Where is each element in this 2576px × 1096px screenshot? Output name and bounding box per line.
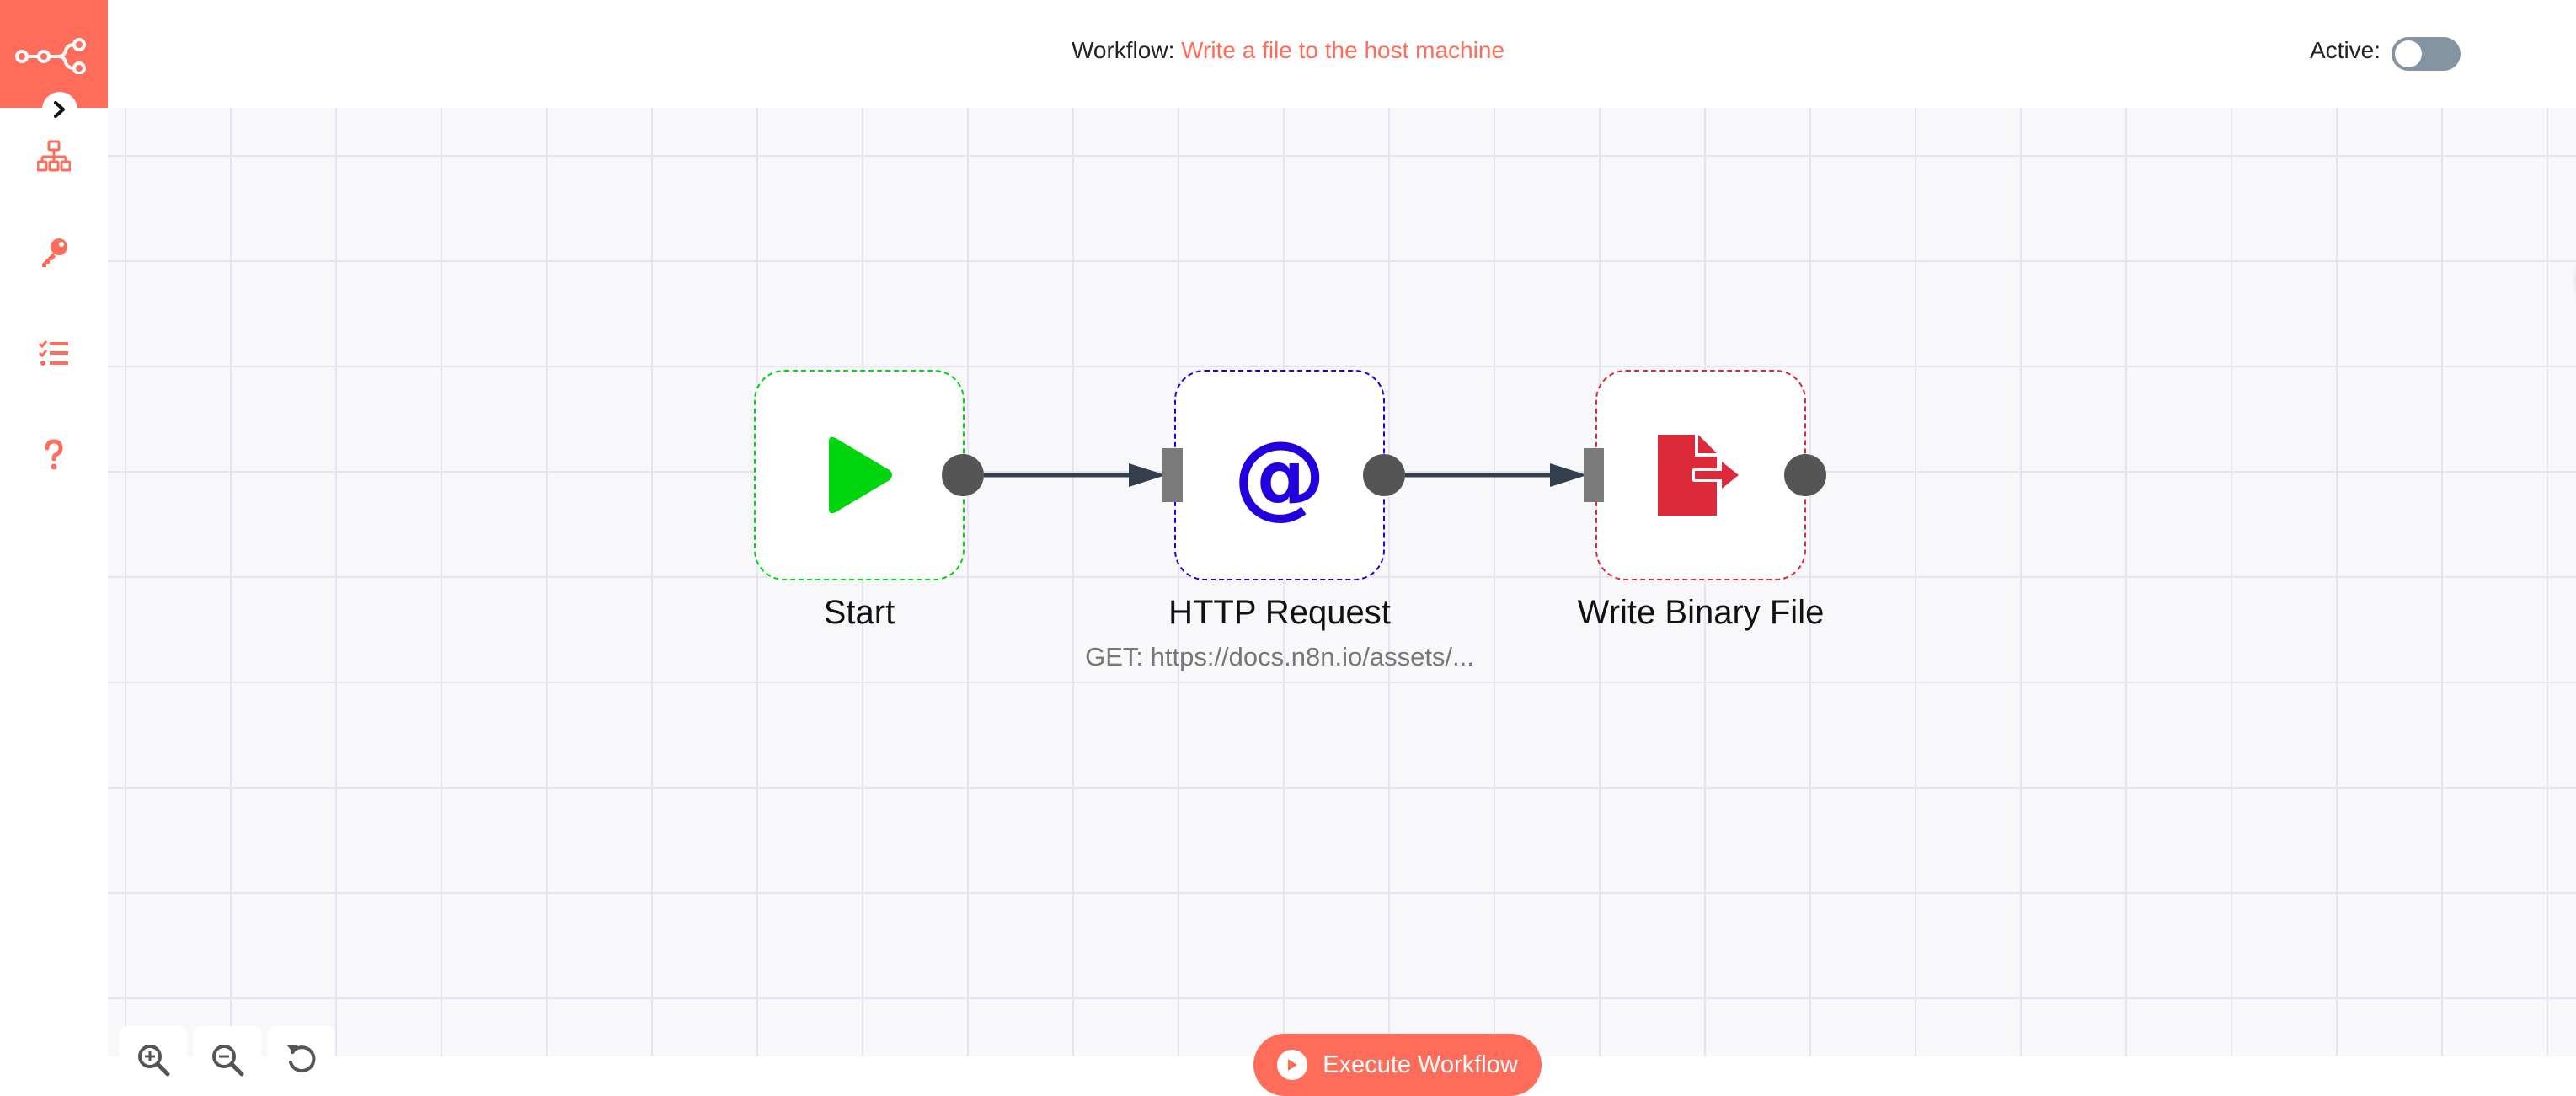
toggle-knob xyxy=(2395,40,2422,67)
workflow-title-prefix: Workflow: xyxy=(1071,37,1175,63)
node-start-output-handle[interactable] xyxy=(942,454,984,496)
file-export-icon xyxy=(1658,435,1739,516)
execute-workflow-button[interactable]: Execute Workflow xyxy=(1253,1034,1542,1096)
node-write-binary-file-output-handle[interactable] xyxy=(1784,454,1826,496)
node-write-binary-file-label: Write Binary File xyxy=(1577,594,1825,631)
node-http-request-input-handle[interactable] xyxy=(1162,448,1183,502)
zoom-in-button[interactable] xyxy=(120,1026,187,1093)
connections-layer xyxy=(984,463,1587,487)
network-icon xyxy=(37,140,71,172)
play-icon xyxy=(829,436,892,514)
active-toggle[interactable] xyxy=(2392,37,2461,71)
workflow-canvas[interactable]: Start @ HTTP Request GET: https://docs.n… xyxy=(108,108,2576,1096)
node-write-binary-file[interactable] xyxy=(1595,370,1806,580)
node-start[interactable] xyxy=(754,370,965,580)
zoom-out-icon xyxy=(212,1045,244,1077)
workflow-title: Workflow: Write a file to the host machi… xyxy=(108,37,2468,64)
node-http-request-output-handle[interactable] xyxy=(1363,454,1405,496)
at-icon: @ xyxy=(1233,421,1326,529)
sidebar xyxy=(0,108,108,1056)
execute-workflow-label: Execute Workflow xyxy=(1323,1051,1518,1078)
node-http-request-label: HTTP Request xyxy=(1168,594,1391,631)
node-write-binary-file-input-handle[interactable] xyxy=(1584,448,1604,502)
n8n-logo xyxy=(0,0,108,108)
arrowhead-http-write xyxy=(1550,463,1587,487)
chevron-right-icon xyxy=(54,101,65,118)
sidebar-expand-button[interactable] xyxy=(42,92,77,127)
sidebar-item-credentials[interactable] xyxy=(37,236,71,270)
sidebar-item-executions[interactable] xyxy=(37,337,71,371)
sidebar-item-workflows[interactable] xyxy=(37,140,71,174)
question-icon xyxy=(45,439,63,470)
key-icon xyxy=(42,238,67,267)
n8n-logo-icon xyxy=(15,38,86,74)
node-start-label: Start xyxy=(823,594,895,631)
arrowhead-start-http xyxy=(1129,463,1166,487)
play-circle-icon xyxy=(1277,1050,1308,1080)
sidebar-item-help[interactable] xyxy=(37,438,71,472)
node-http-request[interactable]: @ xyxy=(1174,370,1385,580)
reset-zoom-button[interactable] xyxy=(268,1026,335,1093)
header: Workflow: Write a file to the host machi… xyxy=(108,0,2576,108)
undo-icon xyxy=(287,1045,316,1073)
workflow-name[interactable]: Write a file to the host machine xyxy=(1181,37,1505,63)
zoom-in-icon xyxy=(138,1045,170,1077)
zoom-out-button[interactable] xyxy=(194,1026,261,1093)
tasks-icon xyxy=(38,340,68,366)
active-label: Active: xyxy=(2310,37,2381,63)
node-http-request-subtitle: GET: https://docs.n8n.io/assets/... xyxy=(1085,642,1474,671)
